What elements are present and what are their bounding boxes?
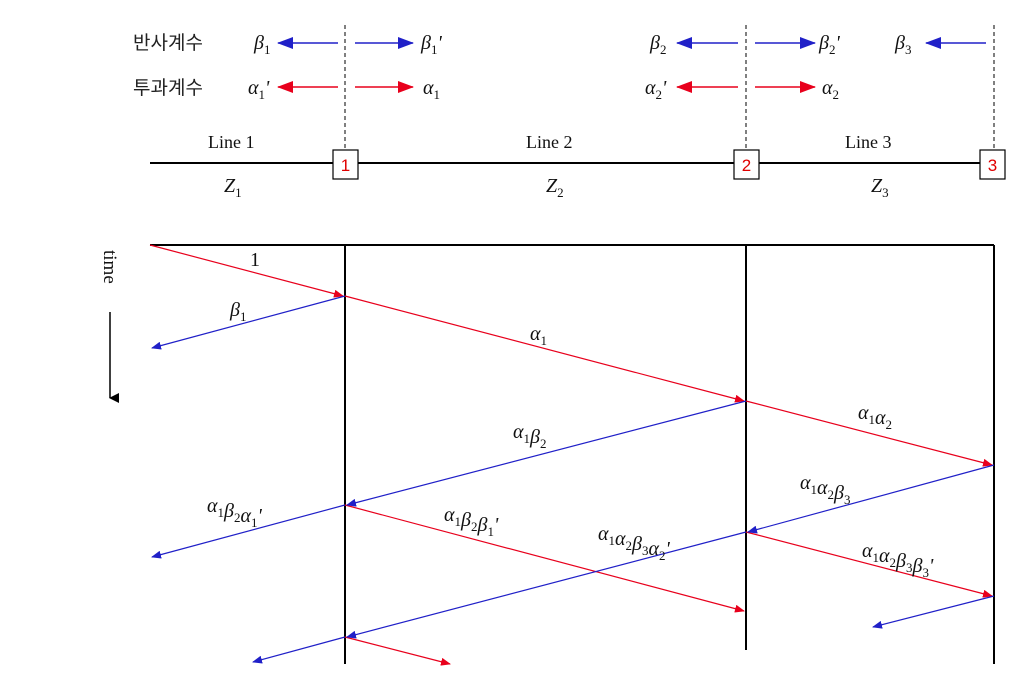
line-3-label: Line 3	[845, 132, 892, 152]
wave-alpha1-alpha2-beta3	[747, 464, 995, 534]
wave-label-alpha1-beta2: α1β2	[513, 421, 546, 451]
node-1: 1	[332, 149, 359, 180]
time-axis-label: time	[99, 250, 120, 284]
wave-label-alpha1-beta2-beta1p: α1β2β1'	[444, 504, 499, 539]
wave-label-alpha1-beta2-alpha1p: α1β2α1'	[207, 495, 262, 530]
wave-label-beta1: β1	[229, 299, 246, 324]
wave-alpha1-alpha2	[745, 400, 993, 467]
legend-alpha1-prime: α1'	[248, 77, 270, 102]
svg-text:3: 3	[988, 156, 997, 175]
legend-beta2-prime: β2'	[818, 32, 840, 57]
transmission-coefficient-label: 투과계수	[133, 77, 203, 99]
line-2-label: Line 2	[526, 132, 573, 152]
legend-beta1: β1	[253, 32, 270, 57]
wave-incident	[149, 244, 344, 298]
wave-late-reflected-3	[872, 595, 995, 629]
wave-alpha1-alpha2-beta3-alpha2p	[346, 531, 747, 639]
legend-alpha1: α1	[423, 77, 440, 102]
legend-alpha2-prime: α2'	[645, 77, 667, 102]
wave-beta1	[151, 295, 346, 350]
wave-label-incident: 1	[250, 249, 260, 271]
svg-text:1: 1	[341, 156, 350, 175]
wave-alpha1-beta2	[346, 400, 747, 507]
wave-late-transmitted	[344, 636, 451, 666]
line-1-impedance: Z1	[224, 175, 242, 200]
wave-label-alpha1-alpha2-beta3: α1α2β3	[800, 472, 850, 507]
wave-alpha1	[344, 295, 745, 403]
wave-label-alpha1: α1	[530, 323, 547, 348]
wave-alpha1-alpha2-beta3-beta3p	[745, 531, 993, 598]
reflection-coefficient-label: 반사계수	[133, 32, 203, 54]
line-3-impedance: Z3	[871, 175, 889, 200]
wave-label-alpha1-alpha2-beta3-alpha2p: α1α2β3α2'	[598, 523, 670, 563]
wave-label-alpha1-alpha2-beta3-beta3p: α1α2β3β3'	[862, 540, 934, 580]
legend-beta1-prime: β1'	[420, 32, 442, 57]
node-2: 2	[733, 149, 760, 180]
svg-text:2: 2	[742, 156, 751, 175]
line-2-impedance: Z2	[546, 175, 564, 200]
legend-beta3: β3	[894, 32, 911, 57]
wave-alpha1-beta2-beta1p	[344, 504, 745, 613]
legend-beta2: β2	[649, 32, 666, 57]
legend-alpha2: α2	[822, 77, 839, 102]
wave-late-reflected-1	[252, 636, 346, 664]
wave-label-alpha1-alpha2: α1α2	[858, 402, 892, 432]
wave-alpha1-beta2-alpha1p	[151, 504, 346, 559]
line-1-label: Line 1	[208, 132, 255, 152]
node-3: 3	[979, 149, 1006, 180]
